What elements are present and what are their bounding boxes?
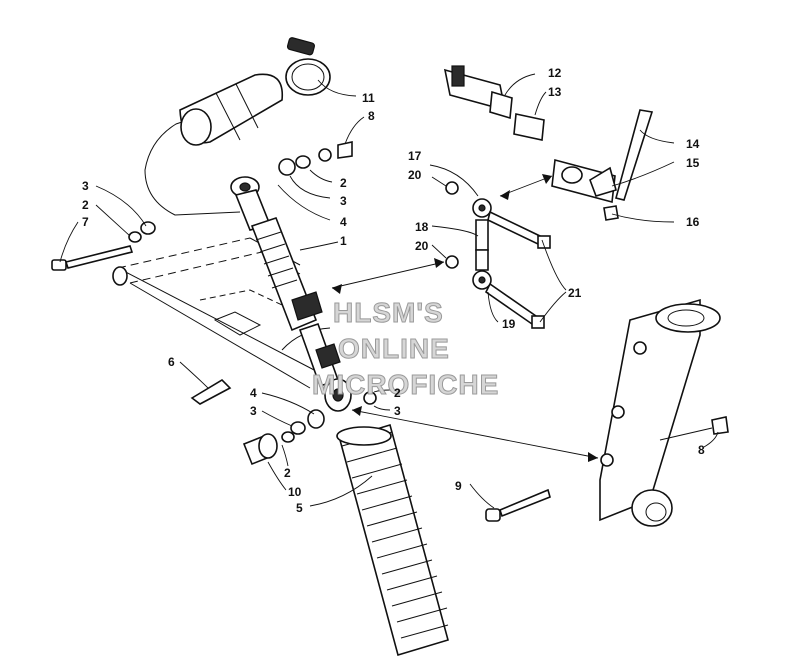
watermark: HLSM'S ONLINE MICROFICHE — [312, 297, 499, 401]
callout-10: 10 — [288, 485, 302, 499]
callout-5: 5 — [296, 501, 303, 515]
callout-4: 4 — [250, 386, 257, 400]
watermark-line-3: MICROFICHE — [312, 369, 499, 400]
callout-15: 15 — [686, 156, 700, 170]
rod-end-links — [445, 181, 551, 329]
callout-2: 2 — [284, 466, 291, 480]
callout-18: 18 — [415, 220, 429, 234]
callout-1: 1 — [340, 234, 347, 248]
callout-14: 14 — [686, 137, 700, 151]
callout-3: 3 — [340, 194, 347, 208]
assembly-arrows — [331, 174, 599, 462]
callout-21: 21 — [568, 286, 582, 300]
callout-8: 8 — [368, 109, 375, 123]
callout-11: 11 — [362, 91, 375, 105]
shock-reservoir — [144, 37, 331, 216]
callout-20: 20 — [415, 239, 429, 253]
callout-7: 7 — [82, 215, 89, 229]
hardware — [51, 141, 729, 522]
callout-labels: 11 8 12 13 14 15 16 17 20 18 20 21 19 3 … — [82, 66, 705, 515]
callout-3: 3 — [250, 404, 257, 418]
callout-13: 13 — [548, 85, 562, 99]
callout-2: 2 — [394, 386, 401, 400]
callout-6: 6 — [168, 355, 175, 369]
callout-19: 19 — [502, 317, 516, 331]
callout-12: 12 — [548, 66, 562, 80]
callout-9: 9 — [455, 479, 462, 493]
callout-4: 4 — [340, 215, 347, 229]
callout-8: 8 — [698, 443, 705, 457]
callout-3: 3 — [82, 179, 89, 193]
callout-2: 2 — [82, 198, 89, 212]
callout-20: 20 — [408, 168, 422, 182]
callout-2: 2 — [340, 176, 347, 190]
spindle — [599, 298, 721, 527]
leader-lines — [59, 73, 719, 509]
shock-absorber — [230, 176, 352, 412]
callout-17: 17 — [408, 149, 422, 163]
coil-spring — [336, 423, 449, 657]
callout-16: 16 — [686, 215, 700, 229]
callout-3: 3 — [394, 404, 401, 418]
watermark-line-1: HLSM'S — [333, 297, 444, 328]
watermark-line-2: ONLINE — [338, 333, 450, 364]
